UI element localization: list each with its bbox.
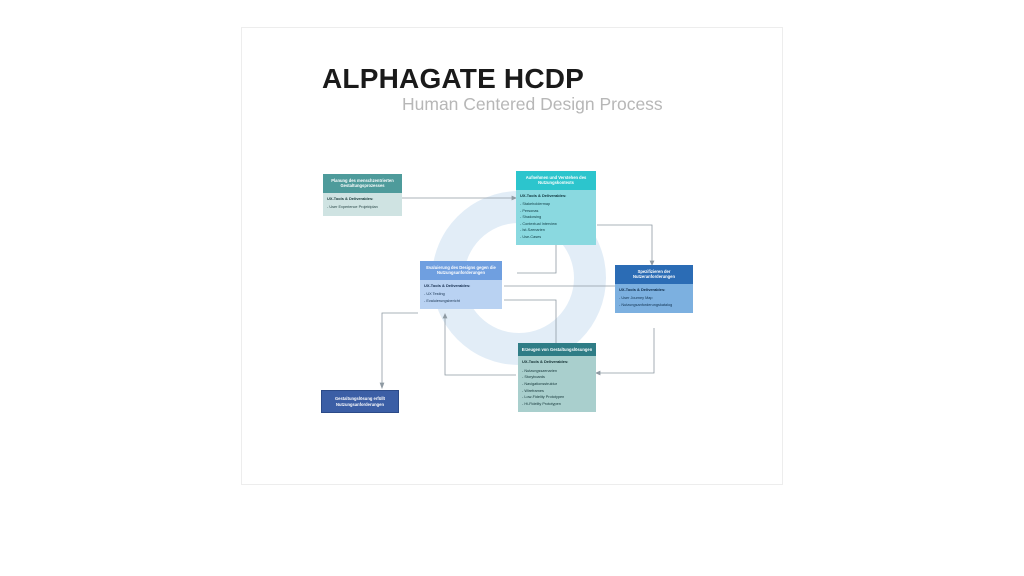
connector-kontext-to-spezifizieren <box>597 224 653 263</box>
node-erzeugen-heading: Erzeugen von Gestaltungslösungen <box>518 343 596 357</box>
connector-spezifizieren-to-erzeugen <box>598 328 655 374</box>
list-item: - User Experience Projektplan <box>327 205 378 210</box>
connector-evaluierung-to-erfuellt <box>381 312 418 385</box>
list-item: - User Journey Map <box>619 296 653 301</box>
node-erzeugen-body: UX-Tools & Deliverables: - Nutzungsszena… <box>518 356 596 413</box>
node-spezifizieren-items: - User Journey Map - Nutzungsanforderung… <box>619 295 689 308</box>
connector-erzeugen-to-evaluierung <box>444 316 516 376</box>
node-evaluierung[interactable]: Evaluierung des Designs gegen die Nutzun… <box>420 261 502 310</box>
list-item: - Contextual Interview <box>520 221 557 226</box>
arrow-head <box>442 313 448 319</box>
list-item: - Hi-Fidelity Prototypen <box>522 401 561 406</box>
page-subtitle: Human Centered Design Process <box>402 94 663 115</box>
node-evaluierung-body: UX-Tools & Deliverables: - UX Testing - … <box>420 279 502 310</box>
list-item: - Wireframes <box>522 388 544 393</box>
list-item: - Navigationsstruktur <box>522 382 558 386</box>
hcd-process-diagram: Planung des menschzentrierten Gestaltung… <box>242 28 784 486</box>
list-item: - Use-Cases <box>520 234 542 239</box>
node-nutzungskontext-heading: Aufnehmen und Verstehen des Nutzungskont… <box>516 171 596 190</box>
list-item: - Evaluierungsbericht <box>424 298 460 303</box>
page-title: ALPHAGATE HCDP <box>322 63 585 94</box>
node-planung-heading: Planung des menschzentrierten Gestaltung… <box>323 174 402 193</box>
node-spezifizieren-deliverables-heading: UX-Tools & Deliverables: <box>619 286 666 292</box>
process-cycle-ring <box>432 191 606 365</box>
list-item: - Low-Fidelity Prototypen <box>522 395 565 400</box>
node-gestaltungsloesung-erfuellt[interactable]: Gestaltungslösung erfüllt Nutzungsanford… <box>321 390 399 413</box>
node-erzeugen-items: - Nutzungsszenarien - Storyboards - Navi… <box>522 368 592 407</box>
node-evaluierung-heading: Evaluierung des Designs gegen die Nutzun… <box>420 261 502 280</box>
arrow-head <box>379 382 385 390</box>
node-nutzungskontext-deliverables-heading: UX-Tools & Deliverables: <box>520 192 567 198</box>
list-item: - Storyboards <box>522 375 545 380</box>
node-evaluierung-items: - UX Testing - Evaluierungsbericht <box>424 291 498 304</box>
list-item: - Nutzungsanforderungskatalog <box>619 302 673 307</box>
node-evaluierung-deliverables-heading: UX-Tools & Deliverables: <box>424 282 471 288</box>
list-item: - Shadowing <box>520 215 542 220</box>
list-item: - Ist-Szenarien <box>520 228 545 233</box>
node-spezifizieren-heading: Spezifizieren der Nutzeranforderungen <box>615 265 693 284</box>
node-spezifizieren[interactable]: Spezifizieren der Nutzeranforderungen UX… <box>615 265 693 314</box>
list-item: - Personas <box>520 208 539 213</box>
node-planung-deliverables-heading: UX-Tools & Deliverables: <box>327 195 374 201</box>
node-erzeugen[interactable]: Erzeugen von Gestaltungslösungen UX-Tool… <box>518 343 596 413</box>
list-item: - Nutzungsszenarien <box>522 368 558 373</box>
node-nutzungskontext-body: UX-Tools & Deliverables: - Stakeholderma… <box>516 189 596 246</box>
node-nutzungskontext-items: - Stakeholdermap - Personas - Shadowing … <box>520 201 592 240</box>
node-erzeugen-deliverables-heading: UX-Tools & Deliverables: <box>522 359 569 365</box>
list-item: - Stakeholdermap <box>520 202 551 207</box>
node-nutzungskontext[interactable]: Aufnehmen und Verstehen des Nutzungskont… <box>516 171 596 246</box>
node-gestaltungsloesung-erfuellt-heading: Gestaltungslösung erfüllt Nutzungsanford… <box>334 396 386 407</box>
node-spezifizieren-body: UX-Tools & Deliverables: - User Journey … <box>615 283 693 314</box>
node-planung[interactable]: Planung des menschzentrierten Gestaltung… <box>323 174 402 216</box>
node-planung-items: - User Experience Projektplan <box>327 204 398 211</box>
list-item: - UX Testing <box>424 292 445 297</box>
connector-iteration-bottom <box>504 299 557 348</box>
connector-lines <box>379 195 655 390</box>
title-block: ALPHAGATE HCDP Human Centered Design Pro… <box>322 64 742 115</box>
slide-canvas: ALPHAGATE HCDP Human Centered Design Pro… <box>241 27 783 485</box>
arrow-head <box>595 370 601 376</box>
node-planung-body: UX-Tools & Deliverables: - User Experien… <box>323 192 402 216</box>
